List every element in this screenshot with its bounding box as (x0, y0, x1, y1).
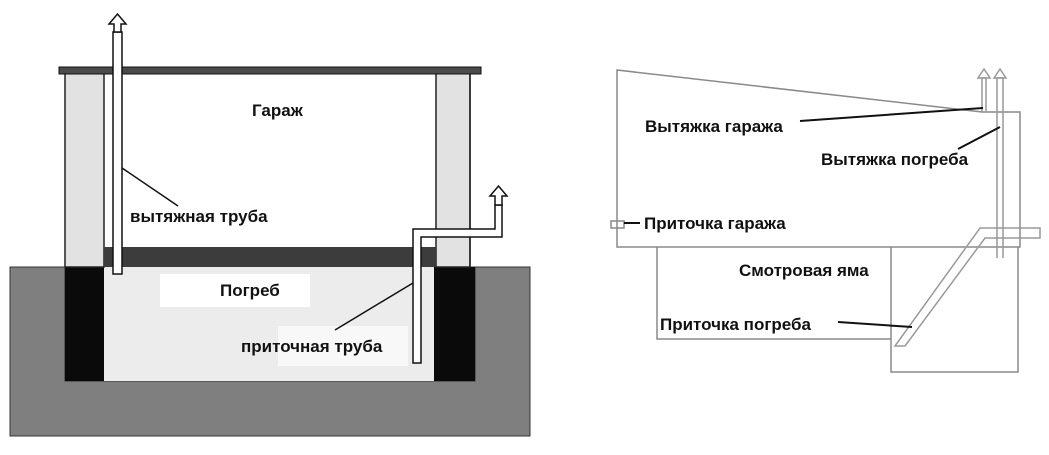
supply-pipe-label: приточная труба (241, 337, 383, 356)
garage-roof (58, 66, 482, 75)
cellar-supply-label: Приточка погреба (660, 315, 812, 334)
supply-leader-line (334, 282, 414, 331)
garage-outline (616, 69, 1021, 248)
arrow-up-icon (992, 67, 1008, 79)
cellar-exhaust-label: Вытяжка погреба (821, 150, 969, 169)
exhaust-leader-line (121, 167, 179, 207)
arrow-up-icon (488, 184, 509, 206)
exhaust-pipe (112, 31, 123, 275)
arrow-up-icon (107, 12, 128, 33)
garage-wall-right (435, 72, 471, 268)
arrow-up-icon (976, 67, 992, 79)
garage-exhaust-label: Вытяжка гаража (645, 117, 783, 136)
right-diagram-leaders (624, 107, 1001, 328)
supply-label-box (278, 326, 408, 366)
cellar-label-box (160, 274, 310, 307)
garage-supply-stub (610, 220, 625, 229)
cellar-exhaust-leader (957, 126, 1001, 150)
cellar-label: Погреб (220, 281, 280, 300)
garage-label: Гараж (252, 101, 304, 120)
cellar-supply-duct (893, 227, 1041, 347)
cellar-supply-leader (837, 321, 913, 328)
cellar-wall-left (65, 267, 104, 381)
ceiling-slab (104, 247, 436, 267)
garage-supply-label: Приточка гаража (644, 214, 786, 233)
exhaust-pipe-label: вытяжная труба (130, 207, 268, 226)
inspection-pit-outline (656, 247, 1019, 373)
garage-wall-left (64, 72, 105, 268)
inspection-pit-label: Смотровая яма (739, 261, 869, 280)
cellar-wall-right (434, 267, 475, 381)
garage-exhaust-leader (799, 107, 984, 122)
garage-exhaust-pipe (981, 77, 987, 112)
left-diagram-cross-section: Гараж вытяжная труба Погреб приточная тр… (9, 12, 531, 437)
right-diagram-sketch (610, 67, 1041, 373)
cellar-exhaust-pipe (996, 77, 1004, 258)
